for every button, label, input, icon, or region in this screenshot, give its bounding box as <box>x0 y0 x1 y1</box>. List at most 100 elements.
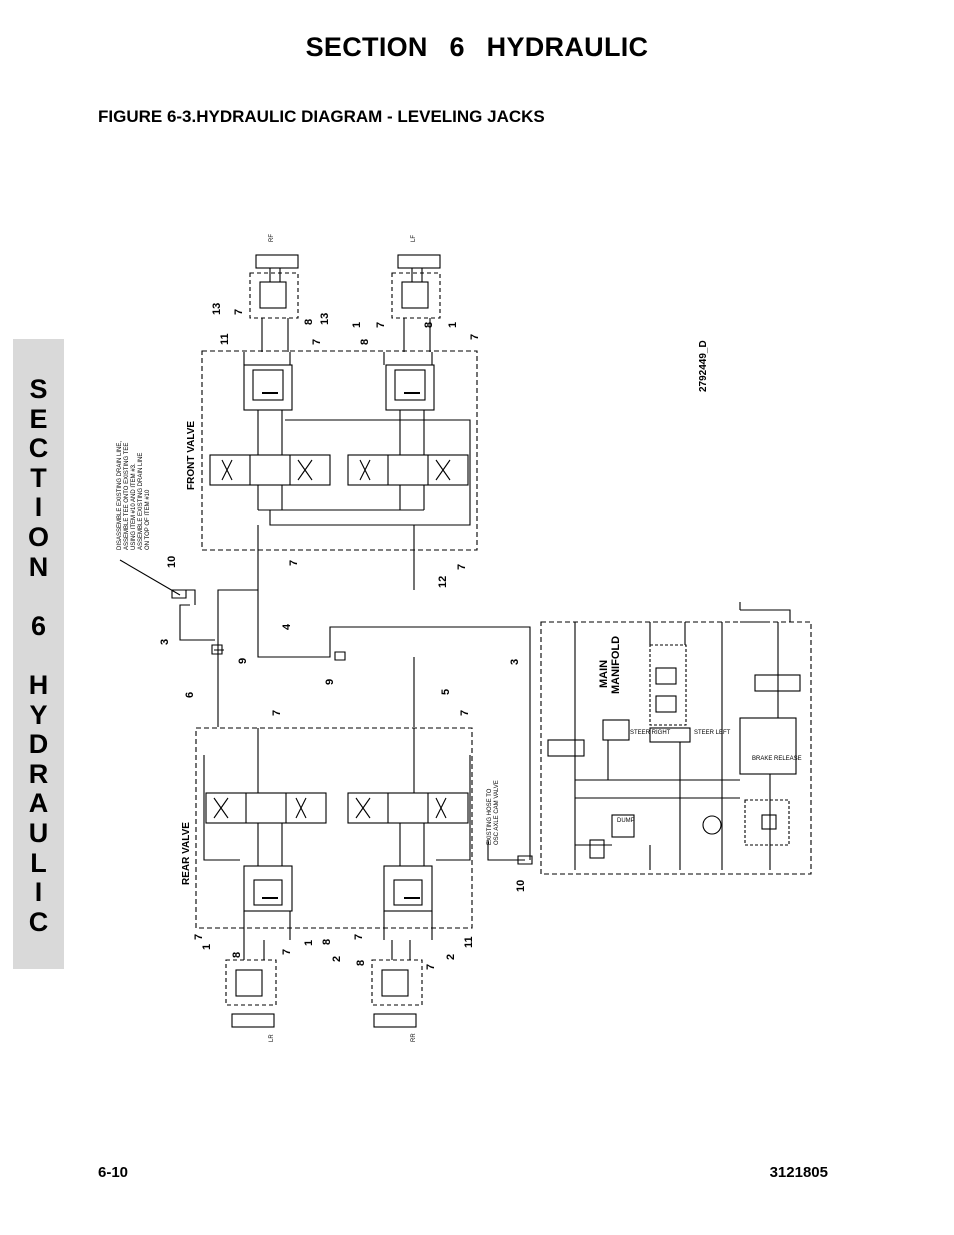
callout: 7 <box>281 949 293 955</box>
callout: 3 <box>509 659 521 665</box>
callout: 7 <box>425 964 437 970</box>
callout: 10 <box>166 556 178 568</box>
callout: 9 <box>324 679 336 685</box>
callout: 8 <box>231 952 243 958</box>
callout: 9 <box>237 658 249 664</box>
brake-release-label: BRAKE RELEASE <box>752 756 802 762</box>
rr-check-valve-block <box>383 865 433 912</box>
side-tab-letter: I <box>34 492 43 523</box>
side-tab-letter: E <box>29 403 48 434</box>
lr-pilot-check <box>253 879 283 906</box>
callout: 5 <box>440 689 452 695</box>
document-number: 3121805 <box>769 1164 828 1181</box>
rf-jack-cylinder <box>255 254 299 269</box>
callout: 1 <box>351 322 363 328</box>
callout: 2 <box>331 956 343 962</box>
rr-directional-valve <box>347 792 469 824</box>
lr-jack-cylinder <box>231 1013 275 1028</box>
callout: 8 <box>321 939 333 945</box>
callout: 7 <box>459 710 471 716</box>
callout: 8 <box>423 322 435 328</box>
hose-note-line-1: EXISTING HOSE TO <box>487 788 493 845</box>
callout: 7 <box>469 334 481 340</box>
callout: 8 <box>355 960 367 966</box>
side-tab-letter: O <box>27 521 49 552</box>
side-tab-letter: Y <box>29 699 48 730</box>
callout: 7 <box>233 309 245 315</box>
lr-lock-valve-box <box>225 959 277 1006</box>
callout: 6 <box>184 692 196 698</box>
side-tab-letter: L <box>30 847 47 878</box>
callout: 7 <box>353 934 365 940</box>
callout: 13 <box>211 303 223 315</box>
front-valve-label: FRONT VALVE <box>186 421 197 490</box>
side-tab-letter: T <box>30 462 47 493</box>
note-line-5: ON TOP OF ITEM #10 <box>145 489 151 550</box>
steer-left-label: STEER LEFT <box>694 730 731 736</box>
lf-lock-valve-box <box>391 272 441 319</box>
rr-label: RR <box>411 1033 417 1042</box>
callout: 7 <box>456 564 468 570</box>
lr-lock-valve <box>235 969 263 997</box>
side-tab-letter: 6 <box>30 610 47 641</box>
drawing-number: 2792449_D <box>698 340 709 392</box>
dump-label: DUMP <box>617 818 635 824</box>
callout: 10 <box>515 880 527 892</box>
callout: 1 <box>201 944 213 950</box>
section-title: SECTION 6 HYDRAULIC <box>305 32 649 62</box>
main-manifold-boundary <box>540 621 812 875</box>
rear-valve-label: REAR VALVE <box>181 822 192 885</box>
front-valve-boundary <box>201 350 478 551</box>
side-tab-letter: R <box>28 758 49 789</box>
page-number: 6-10 <box>98 1164 129 1181</box>
side-tab-letter: U <box>28 817 49 848</box>
rf-pilot-check <box>252 369 284 401</box>
lf-label: LF <box>411 235 417 242</box>
side-tab-letter: I <box>34 877 43 908</box>
side-tab-letter: H <box>28 669 49 700</box>
rr-lock-valve-box <box>371 959 423 1006</box>
rf-directional-valve <box>209 454 331 486</box>
side-tab-letter: C <box>28 906 49 937</box>
main-manifold-label-1: MAIN <box>598 660 610 688</box>
lf-lock-valve <box>401 281 429 309</box>
lf-jack-cylinder <box>397 254 441 269</box>
side-tab-letter: D <box>28 729 49 760</box>
rr-jack-cylinder <box>373 1013 417 1028</box>
callout: 8 <box>359 339 371 345</box>
callout: 8 <box>303 319 315 325</box>
rf-check-valve-block <box>243 364 293 411</box>
side-tab-letter: N <box>28 551 49 582</box>
lr-label: LR <box>269 1034 275 1042</box>
lf-directional-valve <box>347 454 469 486</box>
figure-title: FIGURE 6-3.HYDRAULIC DIAGRAM - LEVELING … <box>98 107 545 126</box>
callout: 11 <box>219 333 231 345</box>
rr-lock-valve <box>381 969 409 997</box>
callout: 7 <box>311 339 323 345</box>
lr-directional-valve <box>205 792 327 824</box>
rear-valve-boundary <box>195 727 473 929</box>
note-line-3: USING ITEM #10 AND ITEM #3. <box>131 463 137 550</box>
rf-label: RF <box>269 234 275 242</box>
steer-right-label: STEER RIGHT <box>630 730 671 736</box>
callout: 1 <box>303 940 315 946</box>
callout: 11 <box>463 936 475 948</box>
hose-note-line-2: OSC AXLE CAM VALVE <box>494 780 500 845</box>
lf-pilot-check <box>394 369 426 401</box>
callout: 7 <box>375 322 387 328</box>
note-line-4: ASSEMBLE EXISTING DRAIN LINE <box>138 453 144 550</box>
rf-lock-valve-box <box>249 272 299 319</box>
lf-check-valve-block <box>385 364 435 411</box>
note-line-2: ASSEMBLE TEE ONTO EXISTING TEE <box>124 443 130 550</box>
callout: 12 <box>437 576 449 588</box>
callout: 2 <box>445 954 457 960</box>
side-tab-letter: A <box>28 788 49 819</box>
callout: 7 <box>271 710 283 716</box>
side-tab-letter: C <box>28 433 49 464</box>
callout: 4 <box>281 623 293 630</box>
rf-lock-valve <box>259 281 287 309</box>
rr-pilot-check <box>393 879 423 906</box>
callout: 7 <box>193 934 205 940</box>
